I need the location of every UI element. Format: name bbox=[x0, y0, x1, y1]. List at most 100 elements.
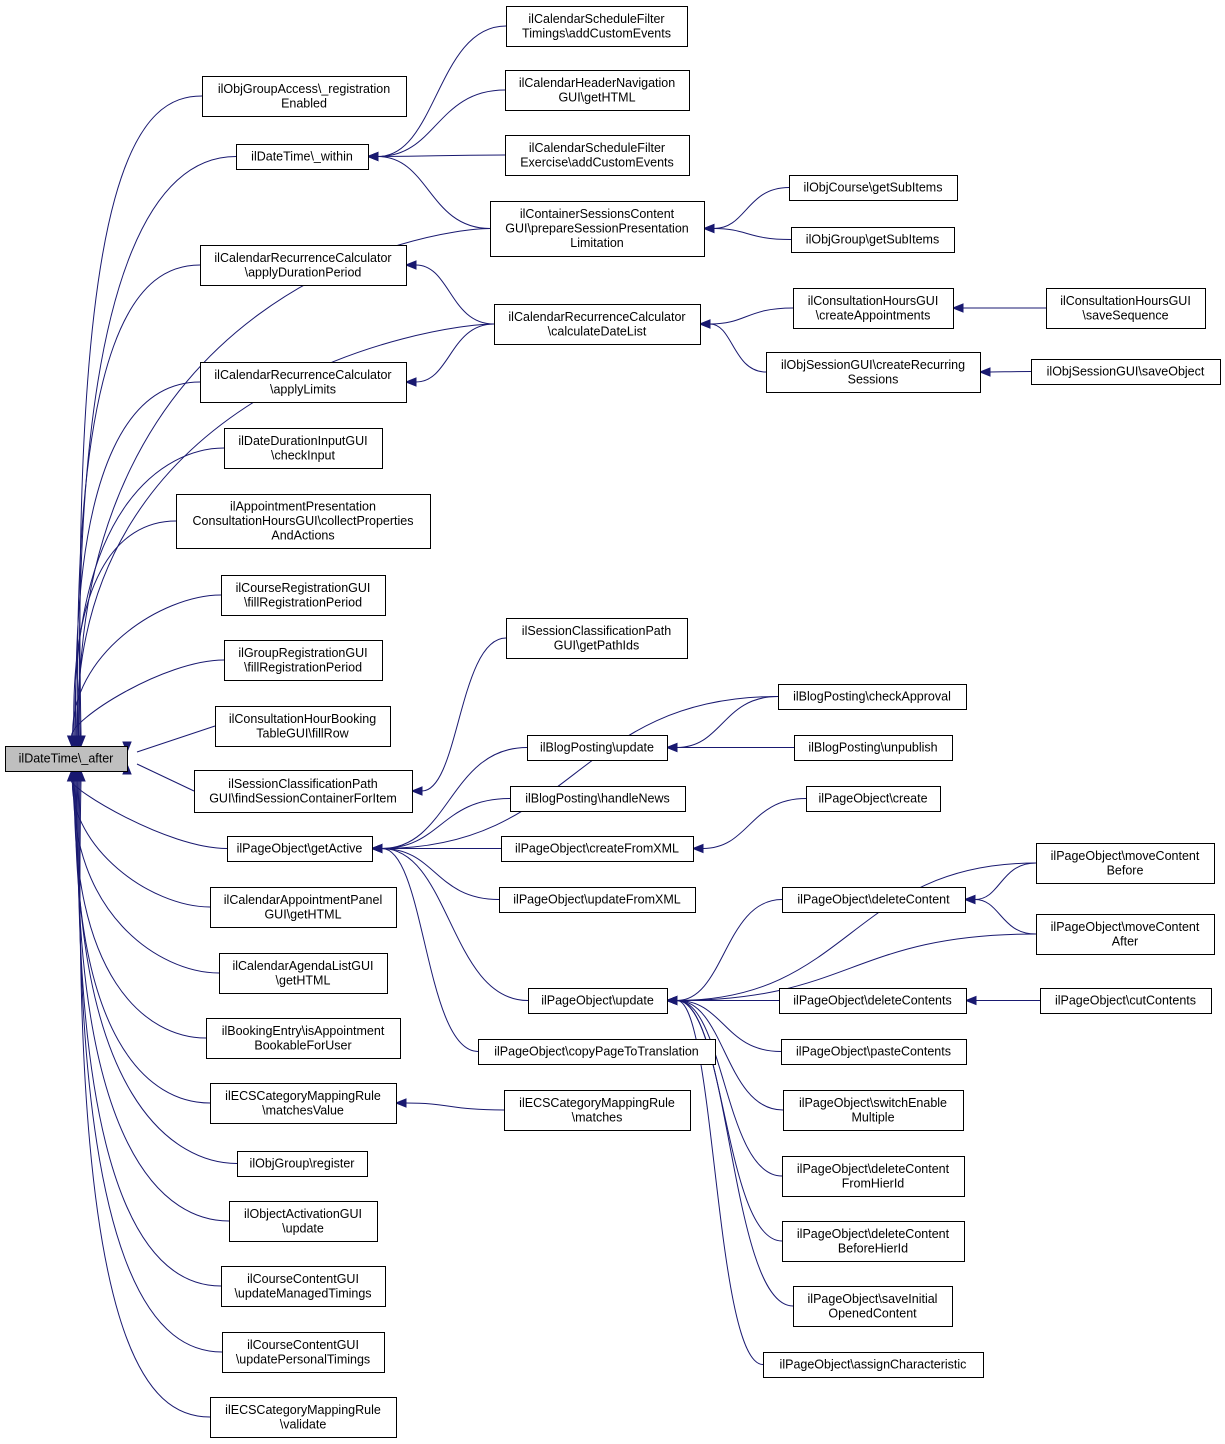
node-validate[interactable]: ilECSCategoryMappingRule\validate bbox=[210, 1397, 397, 1438]
node-label: ilPageObject\getActive bbox=[237, 842, 363, 856]
node-delete-contents[interactable]: ilPageObject\deleteContents bbox=[779, 988, 967, 1014]
node-label: ilConsultationHoursGUI bbox=[808, 294, 939, 308]
node-upd-personal[interactable]: ilCourseContentGUI\updatePersonalTimings bbox=[222, 1332, 385, 1373]
node-unpublish[interactable]: ilBlogPosting\unpublish bbox=[794, 735, 953, 761]
node-page-create[interactable]: ilPageObject\create bbox=[806, 786, 941, 812]
node-label: ilECSCategoryMappingRule bbox=[225, 1089, 381, 1103]
node-csf-timings[interactable]: ilCalendarScheduleFilterTimings\addCusto… bbox=[506, 6, 688, 47]
node-label: AndActions bbox=[271, 529, 334, 543]
node-csf-exercise[interactable]: ilCalendarScheduleFilterExercise\addCust… bbox=[505, 135, 690, 176]
node-label: ilSessionClassificationPath bbox=[522, 624, 671, 638]
node-delete-content[interactable]: ilPageObject\deleteContent bbox=[782, 887, 966, 913]
node-label: \fillRegistrationPeriod bbox=[244, 595, 362, 609]
node-label: ilConsultationHourBooking bbox=[229, 712, 376, 726]
node-box bbox=[505, 70, 690, 111]
node-copy-page[interactable]: ilPageObject\copyPageToTranslation bbox=[478, 1039, 716, 1065]
edge-check-approval-to-blog-update bbox=[665, 696, 779, 753]
node-box bbox=[221, 1266, 386, 1307]
node-cut-contents[interactable]: ilPageObject\cutContents bbox=[1040, 988, 1212, 1014]
edge-find-session-to-root bbox=[122, 762, 195, 792]
node-assign-char[interactable]: ilPageObject\assignCharacteristic bbox=[763, 1352, 984, 1378]
node-activation-update[interactable]: ilObjectActivationGUI\update bbox=[229, 1201, 378, 1242]
edge-collect-props-to-root bbox=[69, 520, 177, 748]
edge-cut-contents-to-delete-contents bbox=[964, 995, 1040, 1006]
node-label: \updatePersonalTimings bbox=[236, 1352, 370, 1366]
node-matches-value[interactable]: ilECSCategoryMappingRule\matchesValue bbox=[210, 1083, 397, 1124]
edge-check-approval-to-get-active bbox=[370, 696, 779, 854]
node-check-input[interactable]: ilDateDurationInputGUI\checkInput bbox=[224, 428, 383, 469]
node-matches[interactable]: ilECSCategoryMappingRule\matches bbox=[504, 1090, 691, 1131]
node-upd-managed[interactable]: ilCourseContentGUI\updateManagedTimings bbox=[221, 1266, 386, 1307]
node-label: OpenedContent bbox=[828, 1306, 917, 1320]
node-box bbox=[782, 887, 966, 913]
node-label: ilECSCategoryMappingRule bbox=[225, 1403, 381, 1417]
node-create-appointments[interactable]: ilConsultationHoursGUI\createAppointment… bbox=[793, 288, 954, 329]
node-box bbox=[222, 1332, 385, 1373]
node-csc-prepare[interactable]: ilContainerSessionsContentGUI\prepareSes… bbox=[490, 201, 705, 257]
node-find-session[interactable]: ilSessionClassificationPathGUI\findSessi… bbox=[194, 770, 413, 813]
node-box bbox=[501, 836, 694, 862]
node-label: ilPageObject\deleteContent bbox=[797, 893, 950, 907]
node-agenda-list[interactable]: ilCalendarAgendaListGUI\getHTML bbox=[219, 953, 388, 994]
node-bookable[interactable]: ilBookingEntry\isAppointmentBookableForU… bbox=[206, 1018, 401, 1059]
node-box bbox=[237, 1151, 368, 1177]
node-label: GUI\findSessionContainerForItem bbox=[209, 791, 397, 805]
node-group-fill-reg[interactable]: ilGroupRegistrationGUI\fillRegistrationP… bbox=[224, 640, 383, 681]
node-box bbox=[236, 144, 369, 170]
graph-nodes: ilDateTime\_after ilObjGroupAccess\_regis… bbox=[5, 6, 1221, 1438]
node-course-sub-items[interactable]: ilObjCourse\getSubItems bbox=[789, 175, 958, 201]
node-label: ilPageObject\updateFromXML bbox=[513, 893, 680, 907]
node-label: \applyLimits bbox=[270, 382, 336, 396]
node-box bbox=[782, 1156, 965, 1197]
node-fill-row[interactable]: ilConsultationHourBookingTableGUI\fillRo… bbox=[215, 706, 391, 747]
edge-del-from-hier-to-page-update bbox=[665, 995, 783, 1177]
node-label: Exercise\addCustomEvents bbox=[520, 155, 674, 169]
node-label: \matches bbox=[572, 1110, 623, 1124]
node-label: ilCalendarScheduleFilter bbox=[529, 141, 665, 155]
node-within[interactable]: ilDateTime\_within bbox=[236, 144, 369, 170]
node-handle-news[interactable]: ilBlogPosting\handleNews bbox=[510, 786, 686, 812]
node-calc-date-list[interactable]: ilCalendarRecurrenceCalculator\calculate… bbox=[494, 304, 701, 345]
edge-calc-date-list-to-apply-limits bbox=[404, 323, 495, 387]
edge-move-before-to-page-update bbox=[665, 862, 1037, 1006]
node-label: Enabled bbox=[281, 96, 327, 110]
node-label: Sessions bbox=[848, 372, 899, 386]
node-apply-limits[interactable]: ilCalendarRecurrenceCalculator\applyLimi… bbox=[200, 362, 407, 403]
node-create-from-xml[interactable]: ilPageObject\createFromXML bbox=[501, 836, 694, 862]
root-node[interactable]: ilDateTime\_after bbox=[5, 746, 128, 772]
node-group-register[interactable]: ilObjGroup\register bbox=[237, 1151, 368, 1177]
node-update-from-xml[interactable]: ilPageObject\updateFromXML bbox=[499, 887, 696, 913]
node-box bbox=[194, 770, 413, 813]
node-box bbox=[1036, 914, 1215, 955]
edge-course-fill-reg-to-root bbox=[67, 594, 222, 748]
node-course-fill-reg[interactable]: ilCourseRegistrationGUI\fillRegistration… bbox=[221, 575, 386, 616]
node-sess-path-ids[interactable]: ilSessionClassificationPathGUI\getPathId… bbox=[506, 618, 688, 659]
node-label: BeforeHierId bbox=[838, 1241, 908, 1255]
node-apply-duration[interactable]: ilCalendarRecurrenceCalculator\applyDura… bbox=[200, 245, 407, 286]
node-group-sub-items[interactable]: ilObjGroup\getSubItems bbox=[791, 227, 955, 253]
node-box bbox=[766, 352, 981, 393]
node-check-approval[interactable]: ilBlogPosting\checkApproval bbox=[778, 684, 967, 710]
edge-sess-path-ids-to-find-session bbox=[410, 637, 507, 796]
node-label: Before bbox=[1107, 863, 1144, 877]
node-blog-update[interactable]: ilBlogPosting\update bbox=[527, 735, 668, 761]
node-save-sequence[interactable]: ilConsultationHoursGUI\saveSequence bbox=[1046, 288, 1206, 329]
node-collect-props[interactable]: ilAppointmentPresentationConsultationHou… bbox=[176, 494, 431, 549]
node-paste-contents[interactable]: ilPageObject\pasteContents bbox=[781, 1039, 967, 1065]
node-box bbox=[224, 640, 383, 681]
node-page-update[interactable]: ilPageObject\update bbox=[528, 988, 668, 1014]
node-label: ilPageObject\createFromXML bbox=[515, 842, 679, 856]
node-label: After bbox=[1112, 934, 1138, 948]
node-get-active[interactable]: ilPageObject\getActive bbox=[227, 836, 373, 862]
node-save-object[interactable]: ilObjSessionGUI\saveObject bbox=[1031, 359, 1221, 385]
